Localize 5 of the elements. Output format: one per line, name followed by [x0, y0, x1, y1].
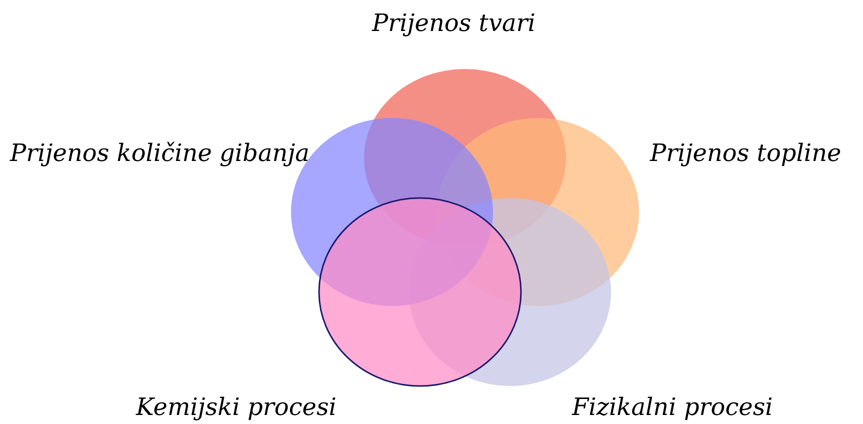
circle-label: Prijenos topline	[650, 138, 842, 168]
circle-label: Kemijski procesi	[136, 392, 336, 422]
circle-label: Prijenos količine gibanja	[10, 138, 310, 168]
circle-label: Fizikalni procesi	[572, 392, 773, 422]
circle-label: Prijenos tvari	[372, 8, 536, 38]
